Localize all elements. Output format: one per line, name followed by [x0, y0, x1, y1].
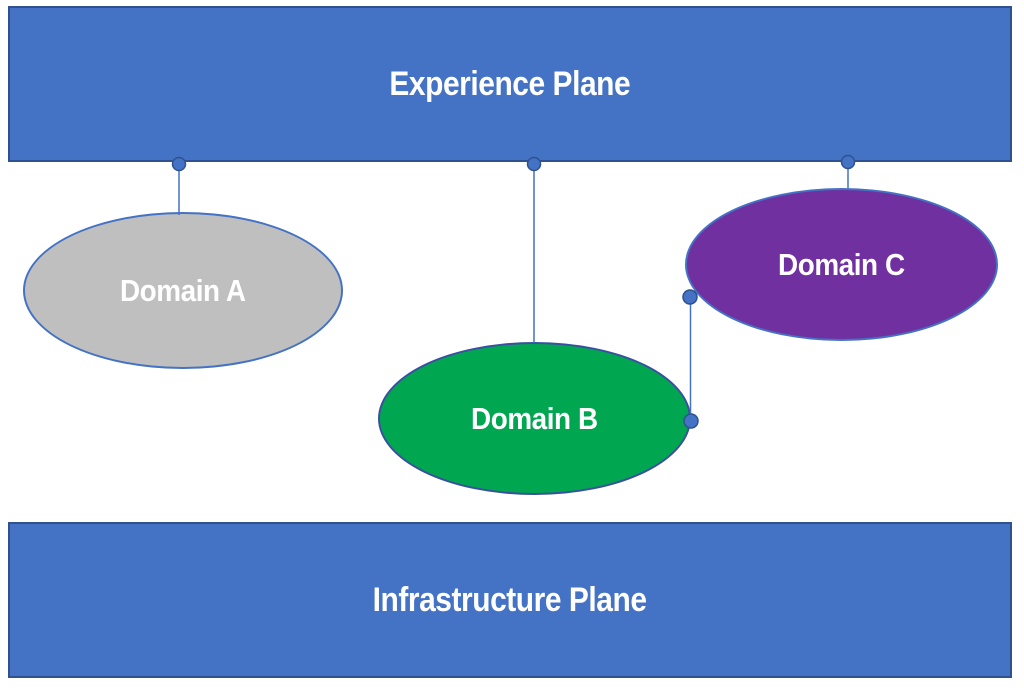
- infrastructure-plane-box: Infrastructure Plane: [8, 522, 1012, 678]
- domain-b-label: Domain B: [471, 400, 598, 436]
- experience-plane-box: Experience Plane: [8, 6, 1012, 162]
- experience-plane-label: Experience Plane: [389, 64, 631, 103]
- domain-a-ellipse: Domain A: [23, 212, 343, 369]
- infrastructure-plane-label: Infrastructure Plane: [373, 580, 647, 619]
- domain-b-ellipse: Domain B: [378, 342, 691, 495]
- domain-c-label: Domain C: [778, 246, 905, 282]
- domain-a-label: Domain A: [120, 272, 246, 308]
- domain-c-ellipse: Domain C: [685, 188, 998, 341]
